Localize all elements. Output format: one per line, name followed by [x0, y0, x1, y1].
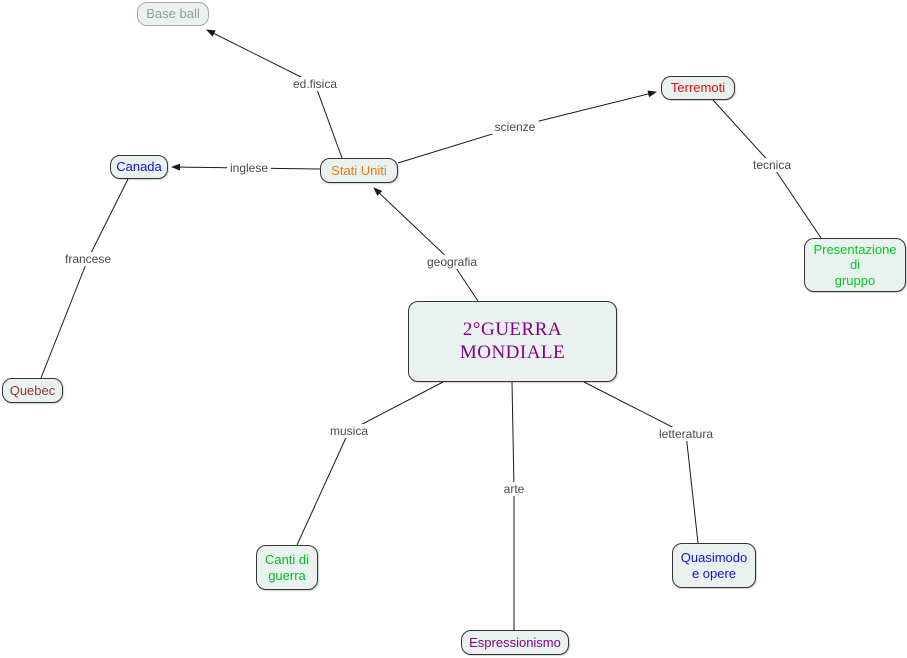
node-stati-uniti[interactable]: Stati Uniti	[320, 158, 398, 183]
link-label-scienze[interactable]: scienze	[491, 120, 539, 134]
node-quebec-label: Quebec	[9, 382, 56, 398]
node-guerra-mondiale-label: 2°GUERRA MONDIALE	[459, 318, 566, 363]
link-label-inglese[interactable]: inglese	[226, 161, 272, 175]
link-line-geografia	[373, 187, 479, 302]
node-presentazione-di-gruppo-label: Presentazione di gruppo	[813, 241, 897, 288]
node-stati-uniti-label: Stati Uniti	[331, 162, 387, 178]
node-quasimodo-e-opere[interactable]: Quasimodo e opere	[672, 543, 756, 588]
link-line-francese	[40, 178, 129, 379]
node-espressionismo-label: Espressionismo	[469, 634, 561, 650]
node-terremoti[interactable]: Terremoti	[661, 76, 735, 100]
link-line-ed-fisica	[206, 29, 343, 159]
node-base-ball-label: Base ball	[146, 6, 200, 22]
node-presentazione-di-gruppo[interactable]: Presentazione di gruppo	[804, 238, 906, 292]
link-line-letteratura	[583, 381, 699, 544]
node-terremoti-label: Terremoti	[670, 80, 726, 96]
link-label-geografia[interactable]: geografia	[423, 255, 481, 269]
link-line-arte	[511, 381, 515, 630]
link-label-tecnica[interactable]: tecnica	[749, 158, 795, 172]
node-espressionismo[interactable]: Espressionismo	[461, 630, 569, 655]
link-label-musica[interactable]: musica	[326, 424, 372, 438]
node-canti-di-guerra[interactable]: Canti di guerra	[256, 545, 318, 590]
link-line-tecnica	[712, 99, 822, 239]
link-label-ed-fisica[interactable]: ed.fisica	[289, 77, 341, 91]
node-quasimodo-e-opere-label: Quasimodo e opere	[680, 549, 748, 581]
node-guerra-mondiale[interactable]: 2°GUERRA MONDIALE	[408, 301, 617, 382]
node-quebec[interactable]: Quebec	[2, 378, 63, 403]
link-label-letteratura[interactable]: letteratura	[655, 427, 717, 441]
node-canada-label: Canada	[116, 159, 162, 175]
link-label-arte[interactable]: arte	[500, 482, 528, 496]
link-line-musica	[296, 381, 444, 546]
link-label-francese[interactable]: francese	[61, 252, 115, 266]
node-canti-di-guerra-label: Canti di guerra	[264, 551, 310, 583]
node-base-ball[interactable]: Base ball	[137, 2, 209, 26]
node-canada[interactable]: Canada	[110, 155, 168, 179]
